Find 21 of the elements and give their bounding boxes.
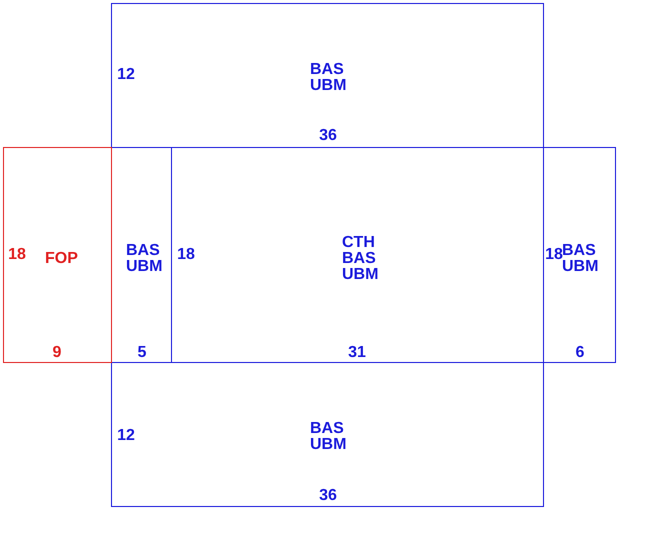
- dimension-value: 12: [117, 428, 135, 444]
- dimension-value: 36: [319, 128, 337, 144]
- dimension-value: 9: [52, 345, 62, 361]
- dimension-value: 12: [117, 67, 135, 83]
- dimension-value: 31: [348, 345, 366, 361]
- panel: [111, 362, 544, 507]
- panel-label: CTH BAS UBM: [342, 235, 380, 283]
- panel-label: BAS UBM: [310, 421, 348, 453]
- dimension-value: 18: [177, 247, 195, 263]
- dimension-value: 6: [576, 345, 584, 361]
- panel-label: BAS UBM: [310, 62, 348, 94]
- dimension-value: 5: [138, 345, 146, 361]
- panel-label: FOP: [45, 251, 79, 267]
- panel: [111, 3, 544, 148]
- panel: [543, 147, 616, 363]
- dimension-value: 18: [545, 247, 563, 263]
- panel: [3, 147, 112, 363]
- panel-label: BAS UBM: [562, 243, 600, 275]
- dimension-value: 36: [319, 488, 337, 504]
- dimension-value: 18: [8, 247, 26, 263]
- panel-label: BAS UBM: [126, 243, 164, 275]
